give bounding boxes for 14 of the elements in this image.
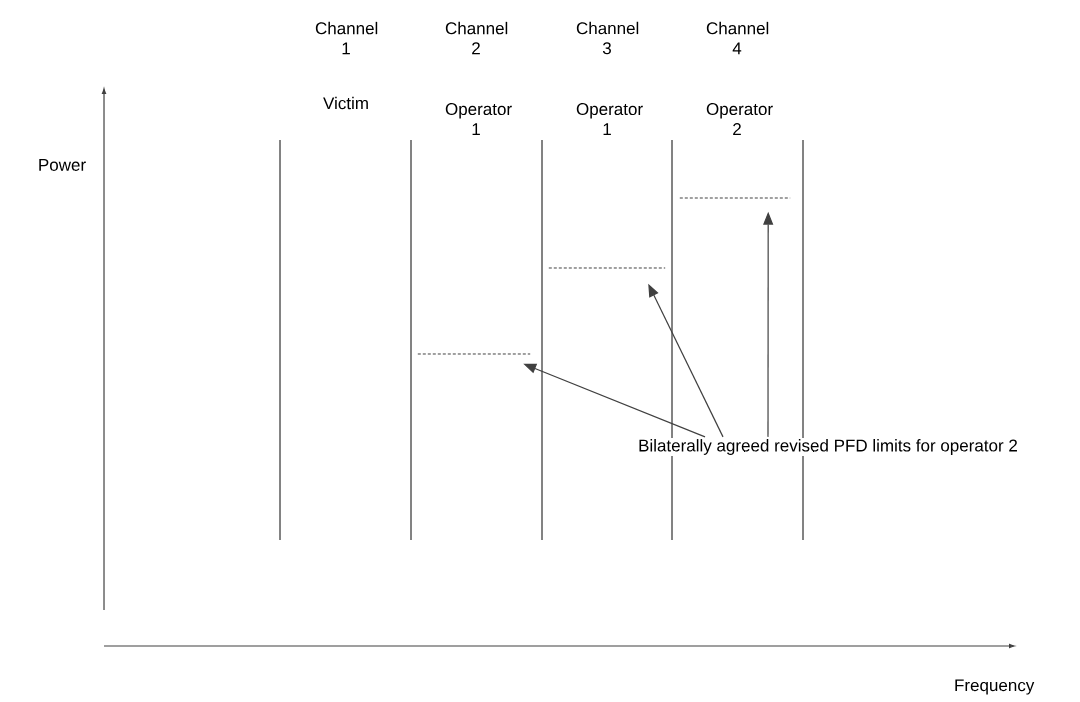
band-label: Operator 1 [576,103,643,135]
axis-label: Frequency [955,679,1035,695]
limit-line [417,353,531,355]
limit-line [548,267,666,269]
band-label: Operator 2 [706,103,773,135]
channel-label: Channel 4 [706,21,769,55]
callout-text: Bilaterally agreed revised PFD limits for operator 2 [637,438,1019,456]
band-label: Operator 1 [445,103,512,135]
band-label: Victim [323,96,368,110]
channel-label: Channel 3 [576,21,639,55]
limit-line [679,197,791,199]
channel-label: Channel 2 [445,21,508,55]
channel-label: Channel 1 [315,21,378,55]
axis-label: Power [39,159,86,171]
